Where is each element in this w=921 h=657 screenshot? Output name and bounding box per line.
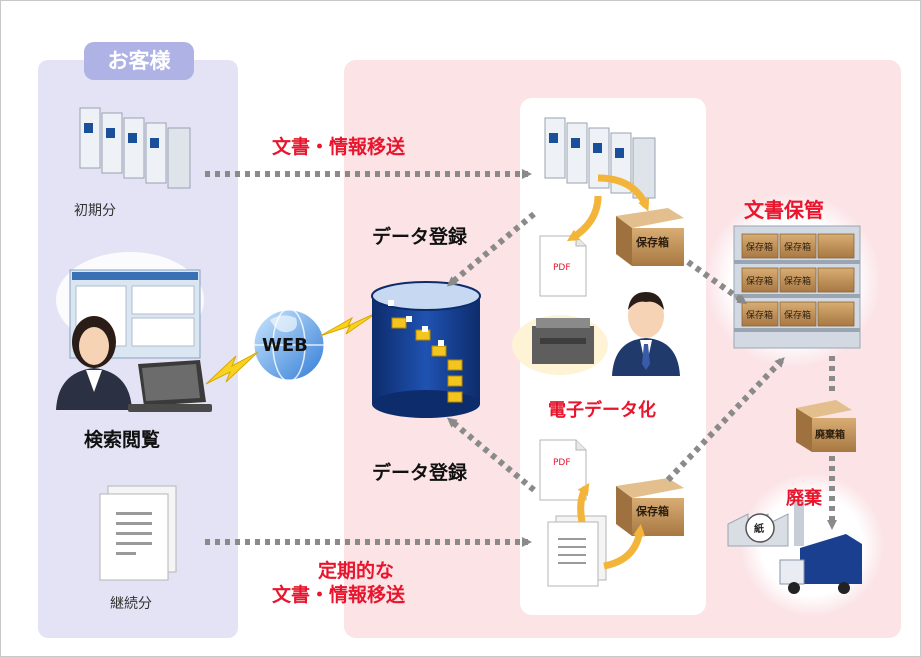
search-user-icon — [56, 269, 212, 412]
transfer-bottom-label-1: 定期的な — [318, 560, 395, 582]
storage-shelf-icon — [733, 225, 861, 349]
database-icon — [371, 281, 481, 418]
disposal-label: 廃棄 — [786, 488, 822, 509]
box-top-label: 保存箱 — [636, 236, 669, 249]
box-bottom-label: 保存箱 — [636, 505, 669, 518]
data-register-bottom-label: データ登録 — [372, 462, 468, 484]
initial-label: 初期分 — [74, 203, 116, 219]
transfer-bottom-label-2: 文書・情報移送 — [272, 584, 406, 606]
truck-icon — [779, 534, 862, 594]
shelf-box-label: 保存箱 — [746, 311, 774, 321]
register-arrow-top — [446, 211, 536, 287]
scanner-icon — [532, 318, 594, 364]
curve-arrow-binder-pdf — [566, 195, 602, 242]
paper-label: 紙 — [754, 524, 764, 535]
bolt-right-icon — [319, 311, 379, 337]
pdf-top-label: PDF — [553, 263, 571, 273]
continuing-documents-icon — [99, 485, 177, 581]
storage-label: 文書保管 — [744, 198, 824, 222]
shelf-box-label: 保存箱 — [784, 243, 812, 253]
pdf-bottom-icon — [539, 439, 587, 501]
search-browse-label: 検索閲覧 — [84, 429, 161, 451]
disposal-box-label: 廃棄箱 — [815, 430, 845, 441]
paper-stack-icon — [547, 515, 607, 587]
store-arrow-bottom — [665, 357, 785, 483]
shelf-box-label: 保存箱 — [746, 243, 774, 253]
box-top-icon — [616, 208, 684, 266]
register-arrow-bottom — [446, 417, 536, 493]
store-arrow-top — [686, 259, 748, 305]
web-label: WEB — [262, 335, 308, 356]
received-binders-icon — [544, 117, 656, 199]
transfer-top-label: 文書・情報移送 — [272, 136, 406, 158]
curve-arrow-binder-box — [597, 174, 650, 212]
digitize-label: 電子データ化 — [548, 400, 656, 421]
initial-binders-icon — [79, 107, 191, 189]
factory-icon — [727, 500, 804, 547]
shelf-box-label: 保存箱 — [784, 311, 812, 321]
curve-arrow-paper-pdf — [577, 483, 590, 523]
continuing-label: 継続分 — [110, 596, 152, 612]
shelf-box-label: 保存箱 — [746, 277, 774, 287]
bolt-left-icon — [205, 351, 259, 385]
shelf-box-label: 保存箱 — [784, 277, 812, 287]
disposal-box-icon — [796, 400, 856, 452]
operator-icon — [612, 292, 680, 376]
pdf-bottom-label: PDF — [553, 458, 571, 468]
curve-arrow-paper-box — [603, 524, 646, 570]
data-register-top-label: データ登録 — [372, 226, 468, 248]
web-globe-icon — [251, 307, 327, 383]
customer-title: お客様 — [84, 42, 194, 80]
